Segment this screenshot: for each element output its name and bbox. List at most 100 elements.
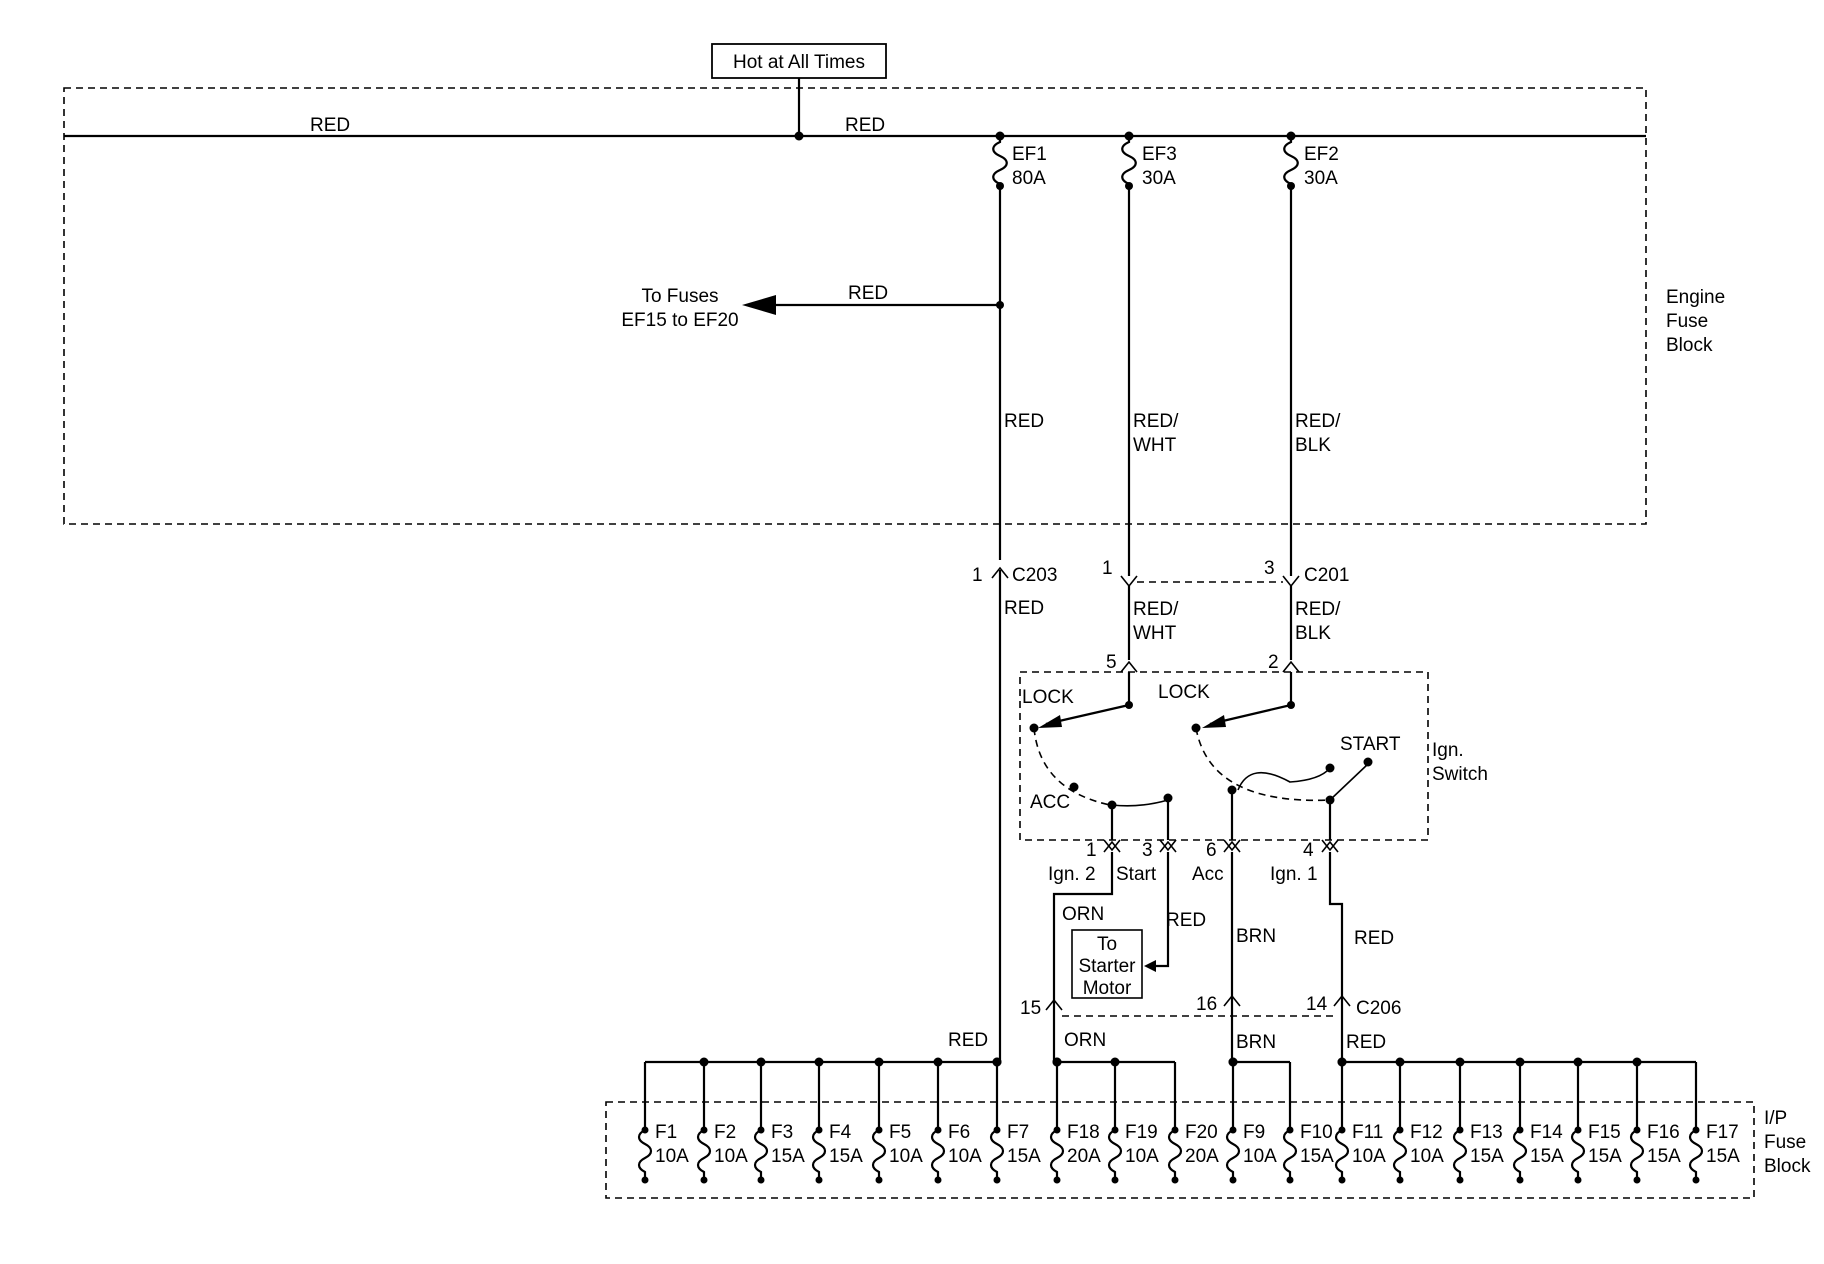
c206-pin14-icon (1333, 994, 1351, 1007)
ip-fuse-symbol (1629, 1129, 1645, 1180)
ef2-name: EF2 (1304, 144, 1339, 165)
starter-label-2: Starter (1078, 956, 1136, 977)
ip-fuse-bottom-dot (1396, 1176, 1404, 1184)
ip-fuse-rating: 15A (1470, 1146, 1504, 1167)
ip-bus-junction-dot (1455, 1057, 1465, 1067)
c201-pin1-label: 1 (1102, 558, 1113, 579)
ip-fuse-symbol (696, 1129, 712, 1180)
ip-bus-junction-dot (756, 1057, 766, 1067)
out-pin6-icon (1223, 839, 1241, 852)
acc-wire-label: BRN (1236, 926, 1276, 947)
ip-fuse-name: F17 (1706, 1122, 1739, 1143)
ip-fuse-name: F15 (1588, 1122, 1621, 1143)
ip-fuse-name: F20 (1185, 1122, 1218, 1143)
c206-pin14-label: 14 (1306, 994, 1328, 1015)
c201-pin1-wire-label-1: RED/ (1133, 599, 1179, 620)
ef1-name: EF1 (1012, 144, 1047, 165)
ef2-rating: 30A (1304, 168, 1338, 189)
engine-block-label-3: Block (1666, 335, 1713, 356)
c201-pin3-icon (1282, 575, 1300, 588)
c206-pin15-label: 15 (1020, 998, 1041, 1019)
ip-fuse-rating: 15A (1706, 1146, 1740, 1167)
c203-name: C203 (1012, 565, 1057, 586)
switch-a-arrow-icon (1038, 715, 1062, 728)
ip-bus-junction-dot (1573, 1057, 1583, 1067)
ef2-fuse-symbol (1283, 136, 1299, 190)
ign-switch-label-1: Ign. (1432, 740, 1464, 761)
ip-fuse-rating: 15A (829, 1146, 863, 1167)
ip-fuse-symbol (930, 1129, 946, 1180)
ip-bus-junction-dot (699, 1057, 709, 1067)
out-pin4-label: 4 (1303, 840, 1314, 861)
hot-at-all-times-label: Hot at All Times (733, 52, 865, 73)
ip-fuse-rating: 20A (1067, 1146, 1101, 1167)
ip-fuse-bottom-dot (757, 1176, 765, 1184)
out-acc-label: Acc (1192, 864, 1224, 885)
ign2-wire-label: ORN (1062, 904, 1104, 925)
out-pin4-mate-icon (1321, 840, 1339, 853)
ign-switch-label-2: Switch (1432, 764, 1488, 785)
ip-feed-red-label: RED (948, 1030, 988, 1051)
ip-fuse-bottom-dot (1111, 1176, 1119, 1184)
ip-feed-junction-dot (1337, 1057, 1347, 1067)
ign-switch-pin2-icon (1282, 660, 1300, 673)
c203-pin1: 1 (972, 565, 983, 586)
ip-fuse-rating: 20A (1185, 1146, 1219, 1167)
out-ign1-label: Ign. 1 (1270, 864, 1318, 885)
ip-fuse-bottom-dot (1456, 1176, 1464, 1184)
ip-bus-junction-dot (814, 1057, 824, 1067)
bus-wire-label-right: RED (845, 115, 885, 136)
switch-a-acc-label: ACC (1030, 792, 1070, 813)
starter-arrow-icon (1144, 960, 1156, 972)
ip-fuse-bottom-dot (1338, 1176, 1346, 1184)
c206-brn-label: BRN (1236, 1032, 1276, 1053)
ef3-wire-label-1: RED/ (1133, 411, 1179, 432)
ip-fuse-rating: 10A (1243, 1146, 1277, 1167)
c201-pin3-wire-label-1: RED/ (1295, 599, 1341, 620)
ip-block-label-3: Block (1764, 1156, 1811, 1177)
ip-fuse-symbol (1282, 1129, 1298, 1180)
starter-motor-box (1071, 929, 1143, 999)
c206-pin16-label: 16 (1196, 994, 1217, 1015)
ip-bus-junction-dot (1632, 1057, 1642, 1067)
ip-fuse-name: F4 (829, 1122, 852, 1143)
ip-fuse-symbol (1167, 1129, 1183, 1180)
ip-fuse-symbol (1452, 1129, 1468, 1180)
ip-fuse-bottom-dot (1171, 1176, 1179, 1184)
ip-fuse-rating: 10A (889, 1146, 923, 1167)
out-start-label: Start (1116, 864, 1157, 885)
ip-fuse-name: F2 (714, 1122, 736, 1143)
ip-fuse-rating: 10A (1352, 1146, 1386, 1167)
engine-fuse-block-outline (63, 87, 1647, 525)
ip-fuse-group: F110AF210AF315AF415AF510AF610AF715AF1820… (637, 1057, 1740, 1184)
ip-fuse-rating: 15A (1647, 1146, 1681, 1167)
ign-switch-pin5-label: 5 (1106, 652, 1117, 673)
switch-b-arc (1195, 727, 1331, 802)
ef3-fuse-symbol (1121, 136, 1137, 190)
ip-bus-junction-dot (1515, 1057, 1525, 1067)
switch-b-lock-label: LOCK (1158, 682, 1210, 703)
ip-fuse-name: F9 (1243, 1122, 1265, 1143)
ip-fuse-name: F7 (1007, 1122, 1029, 1143)
ip-fuse-rating: 10A (1410, 1146, 1444, 1167)
switch-a-acc-contact (1069, 782, 1079, 792)
ip-fuse-symbol (1334, 1129, 1350, 1180)
bus-wire-label-left: RED (310, 115, 350, 136)
out-pin3-label: 3 (1142, 840, 1153, 861)
ign-switch-outline (1019, 671, 1429, 841)
ip-fuse-bottom-dot (641, 1176, 649, 1184)
ip-bus-junction-dot (874, 1057, 884, 1067)
c206-red-label: RED (1346, 1032, 1386, 1053)
out-pin1-mate-icon (1103, 840, 1121, 853)
to-fuses-line2: EF15 to EF20 (621, 310, 738, 331)
bus-junction-dot (794, 131, 804, 141)
ip-fuse-symbol (1512, 1129, 1528, 1180)
ip-fuse-bottom-dot (1574, 1176, 1582, 1184)
switch-b-arrow-icon (1202, 715, 1226, 728)
engine-block-label-2: Fuse (1666, 311, 1708, 332)
switch-b-start-contact (1363, 757, 1373, 767)
ip-fuse-bottom-dot (875, 1176, 883, 1184)
ip-fuse-symbol (753, 1129, 769, 1180)
ip-fuse-rating: 15A (1588, 1146, 1622, 1167)
to-fuses-line1: To Fuses (641, 286, 718, 307)
